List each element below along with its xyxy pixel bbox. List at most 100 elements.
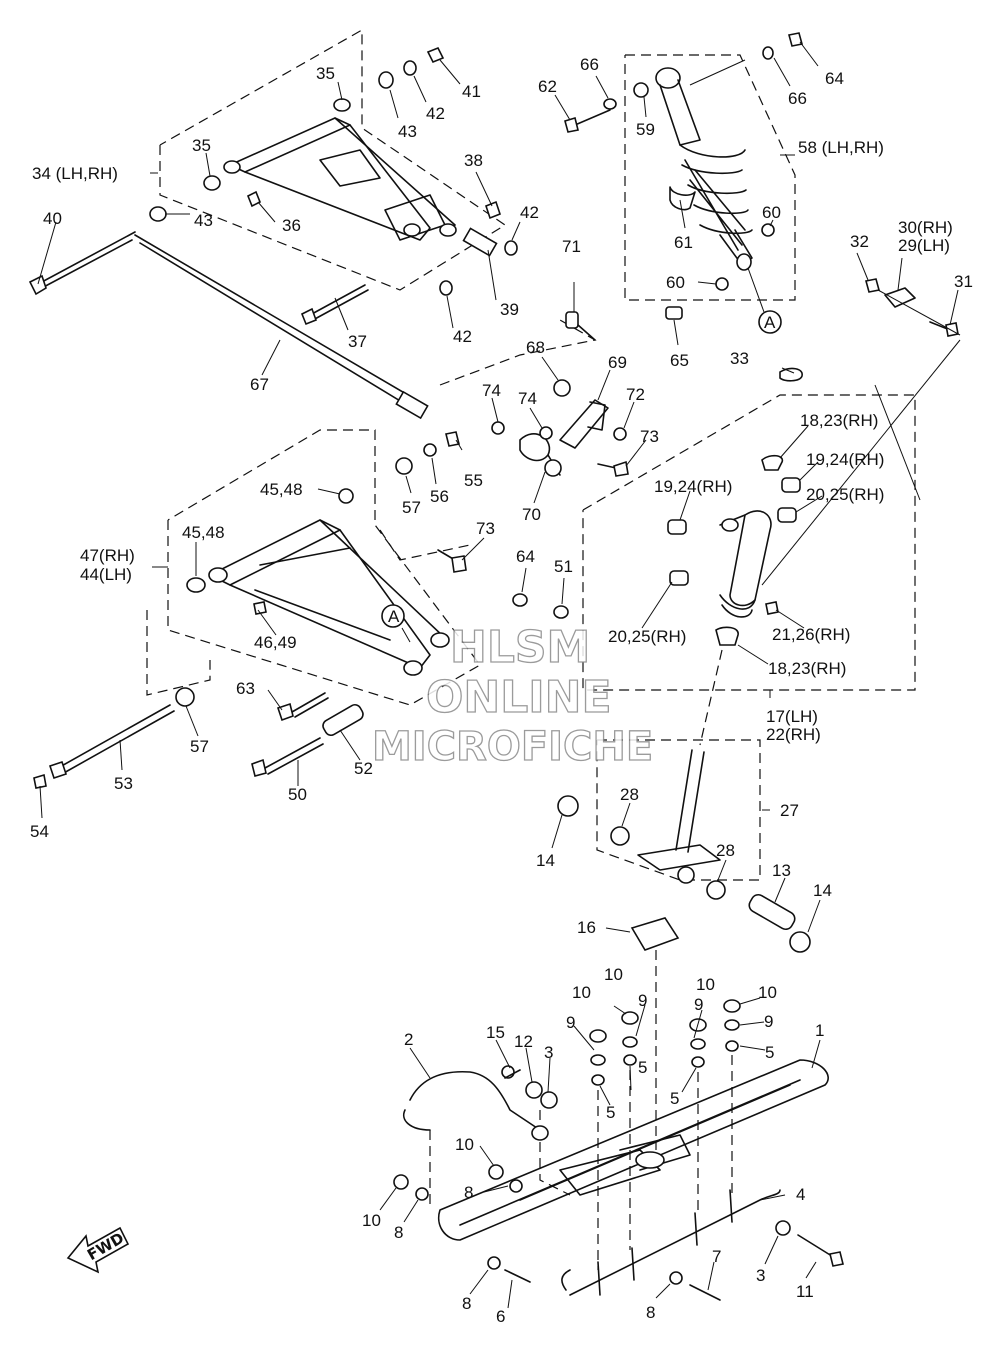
callout-13: 13 (772, 861, 791, 880)
callout-60: 60 (666, 273, 685, 292)
callout-54: 54 (30, 822, 49, 841)
callout-10: 10 (696, 975, 715, 994)
callout-18-23: 18,23(RH) (768, 659, 846, 678)
lower-bolts (33, 687, 364, 789)
watermark-line-3: MICROFICHE (372, 724, 653, 770)
callout-51: 51 (554, 557, 573, 576)
callout-9: 9 (566, 1013, 575, 1032)
callout-10: 10 (604, 965, 623, 984)
ski-fasteners (504, 649, 741, 1270)
callout-1: 1 (815, 1021, 824, 1040)
callout-3: 3 (544, 1043, 553, 1062)
callout-8: 8 (394, 1223, 403, 1242)
callout-55: 55 (464, 471, 483, 490)
ski (393, 1059, 844, 1301)
watermark-line-2: ONLINE (426, 672, 612, 723)
callout-67: 67 (250, 375, 269, 394)
small-bolts-upper (246, 46, 518, 326)
callout-12: 12 (514, 1032, 533, 1051)
callout-9: 9 (764, 1012, 773, 1031)
callout-ref-a: A (388, 607, 400, 626)
callout-28: 28 (620, 785, 639, 804)
callout-64: 64 (516, 547, 535, 566)
callout-4: 4 (796, 1185, 805, 1204)
callout-ref-a: A (764, 313, 776, 332)
callout-70: 70 (522, 505, 541, 524)
callout-9: 9 (638, 991, 647, 1010)
callout-22: 22(RH) (766, 725, 821, 744)
fwd-label: FWD (84, 1229, 127, 1264)
callout-37: 37 (348, 332, 367, 351)
callout-72: 72 (626, 385, 645, 404)
callout-30: 30(RH) (898, 218, 953, 237)
callout-66: 66 (580, 55, 599, 74)
callout-40: 40 (43, 209, 62, 228)
callout-45-48: 45,48 (182, 523, 225, 542)
leader-lines (37, 41, 961, 1309)
callout-73: 73 (476, 519, 495, 538)
part-drawings (28, 32, 959, 1301)
upper-a-arm (223, 98, 457, 241)
callout-31: 31 (954, 272, 973, 291)
callout-60: 60 (762, 203, 781, 222)
callout-65: 65 (670, 351, 689, 370)
callout-47: 47(RH) (80, 546, 135, 565)
callout-56: 56 (430, 487, 449, 506)
callout-45-48: 45,48 (260, 480, 303, 499)
callout-74: 74 (518, 389, 537, 408)
callout-41: 41 (462, 82, 481, 101)
callout-42: 42 (520, 203, 539, 222)
callout-73: 73 (640, 427, 659, 446)
callout-5: 5 (765, 1043, 774, 1062)
callout-57: 57 (190, 737, 209, 756)
callout-36: 36 (282, 216, 301, 235)
callout-8: 8 (646, 1303, 655, 1322)
callout-10: 10 (758, 983, 777, 1002)
callout-38: 38 (464, 151, 483, 170)
callout-11: 11 (796, 1282, 814, 1301)
callout-28: 28 (716, 841, 735, 860)
callout-43: 43 (194, 211, 213, 230)
callout-17: 17(LH) (766, 707, 818, 726)
callout-39: 39 (500, 300, 519, 319)
callout-14: 14 (813, 881, 832, 900)
callout-9: 9 (694, 995, 703, 1014)
callout-21-26: 21,26(RH) (772, 625, 850, 644)
callout-69: 69 (608, 353, 627, 372)
callout-35: 35 (316, 64, 335, 83)
group-outlines (146, 28, 916, 1205)
callout-19-24: 19,24(RH) (654, 477, 732, 496)
callout-27: 27 (780, 801, 799, 820)
callout-42: 42 (426, 104, 445, 123)
reference-marker-a-upper (758, 310, 782, 334)
callout-19-24: 19,24(RH) (806, 450, 884, 469)
callout-labels: 35 35 34 (LH,RH) 40 43 36 37 38 39 42 42… (30, 55, 973, 1326)
callout-5: 5 (638, 1058, 647, 1077)
callout-20-25: 20,25(RH) (806, 485, 884, 504)
lower-a-arm (186, 519, 569, 676)
callout-10: 10 (455, 1135, 474, 1154)
reference-marker-a-lower (381, 604, 405, 628)
watermark: HLSM ONLINE MICROFICHE (371, 621, 654, 770)
callout-43: 43 (398, 122, 417, 141)
spindle-assembly (667, 278, 959, 646)
callout-7: 7 (712, 1247, 721, 1266)
callout-6: 6 (496, 1307, 505, 1326)
callout-35: 35 (192, 136, 211, 155)
callout-5: 5 (606, 1103, 615, 1122)
shafts (28, 175, 429, 420)
callout-32: 32 (850, 232, 869, 251)
callout-29: 29(LH) (898, 236, 950, 255)
forward-direction-badge: FWD (66, 1226, 130, 1274)
callout-68: 68 (526, 338, 545, 357)
callout-10: 10 (572, 983, 591, 1002)
callout-3: 3 (756, 1266, 765, 1285)
callout-33: 33 (730, 349, 749, 368)
watermark-line-1: HLSM (450, 622, 590, 673)
callout-5: 5 (670, 1089, 679, 1108)
callout-66: 66 (788, 89, 807, 108)
callout-44: 44(LH) (80, 565, 132, 584)
ski-column (557, 749, 811, 953)
callout-34: 34 (LH,RH) (32, 164, 118, 183)
